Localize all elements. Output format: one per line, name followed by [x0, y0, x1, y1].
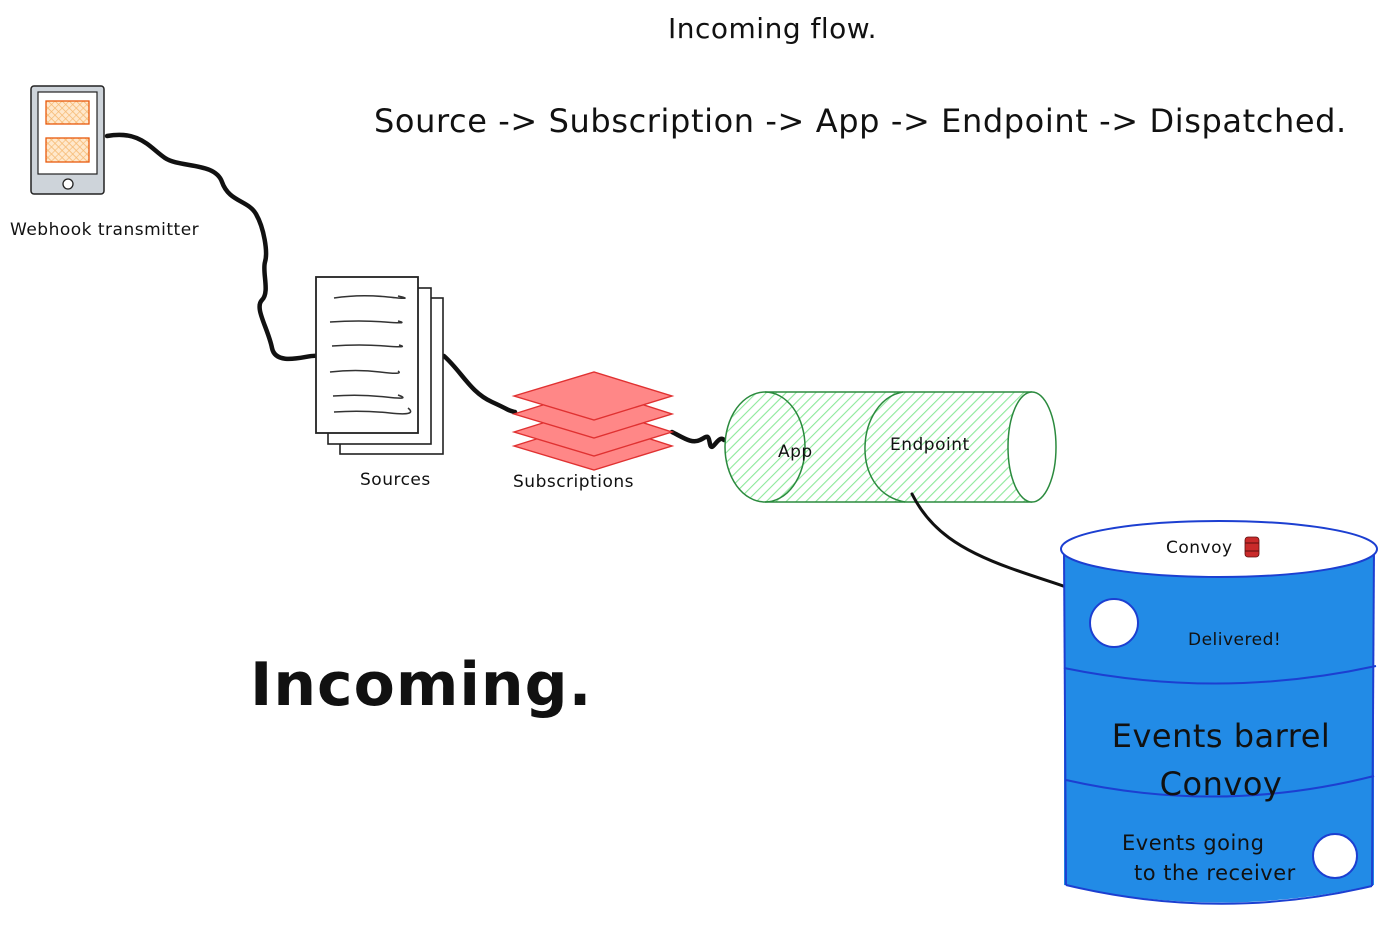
barrel-top-label: Convoy	[1166, 538, 1233, 558]
sources-document-stack	[315, 276, 444, 455]
barrel-title-line2: Convoy	[1159, 765, 1283, 803]
barrel-inlet-hole	[1089, 598, 1139, 648]
incoming-big-label: Incoming.	[250, 650, 593, 720]
connector-transmitter-sources	[104, 132, 319, 362]
barrel-hoop-upper	[1063, 665, 1377, 685]
barrel-title: Events barrel Convoy	[1090, 712, 1352, 808]
transmitter-label: Webhook transmitter	[10, 220, 200, 240]
barrel-going-line2: to the receiver	[1134, 861, 1296, 885]
events-barrel	[1060, 520, 1378, 905]
connector-subscriptions-app	[669, 429, 727, 449]
endpoint-label: Endpoint	[890, 435, 970, 455]
barrel-icon	[1244, 536, 1260, 558]
pipe-divider	[864, 391, 906, 503]
sources-label: Sources	[360, 470, 431, 490]
diagram-title: Incoming flow.	[668, 12, 878, 45]
barrel-hoop-lower	[1065, 775, 1375, 798]
connector-sources-subscriptions	[441, 353, 518, 415]
subscriptions-label: Subscriptions	[513, 472, 634, 492]
barrel-outlet-hole	[1312, 833, 1358, 879]
screen-panel-top	[45, 100, 90, 125]
subscriptions-stack	[511, 371, 675, 471]
pipe-end-cap	[1007, 391, 1057, 503]
screen-panel-bottom	[45, 137, 90, 163]
delivered-label: Delivered!	[1188, 630, 1282, 650]
home-button-icon	[62, 178, 74, 190]
webhook-transmitter-device	[30, 85, 105, 195]
flow-sequence-text: Source -> Subscription -> App -> Endpoin…	[374, 102, 1347, 140]
barrel-going-line1: Events going	[1122, 831, 1265, 855]
barrel-going-text: Events going to the receiver	[1122, 828, 1322, 888]
app-endpoint-pipe	[724, 391, 1057, 503]
barrel-top	[1060, 520, 1378, 578]
app-label: App	[778, 442, 813, 462]
barrel-title-line1: Events barrel	[1111, 717, 1331, 755]
